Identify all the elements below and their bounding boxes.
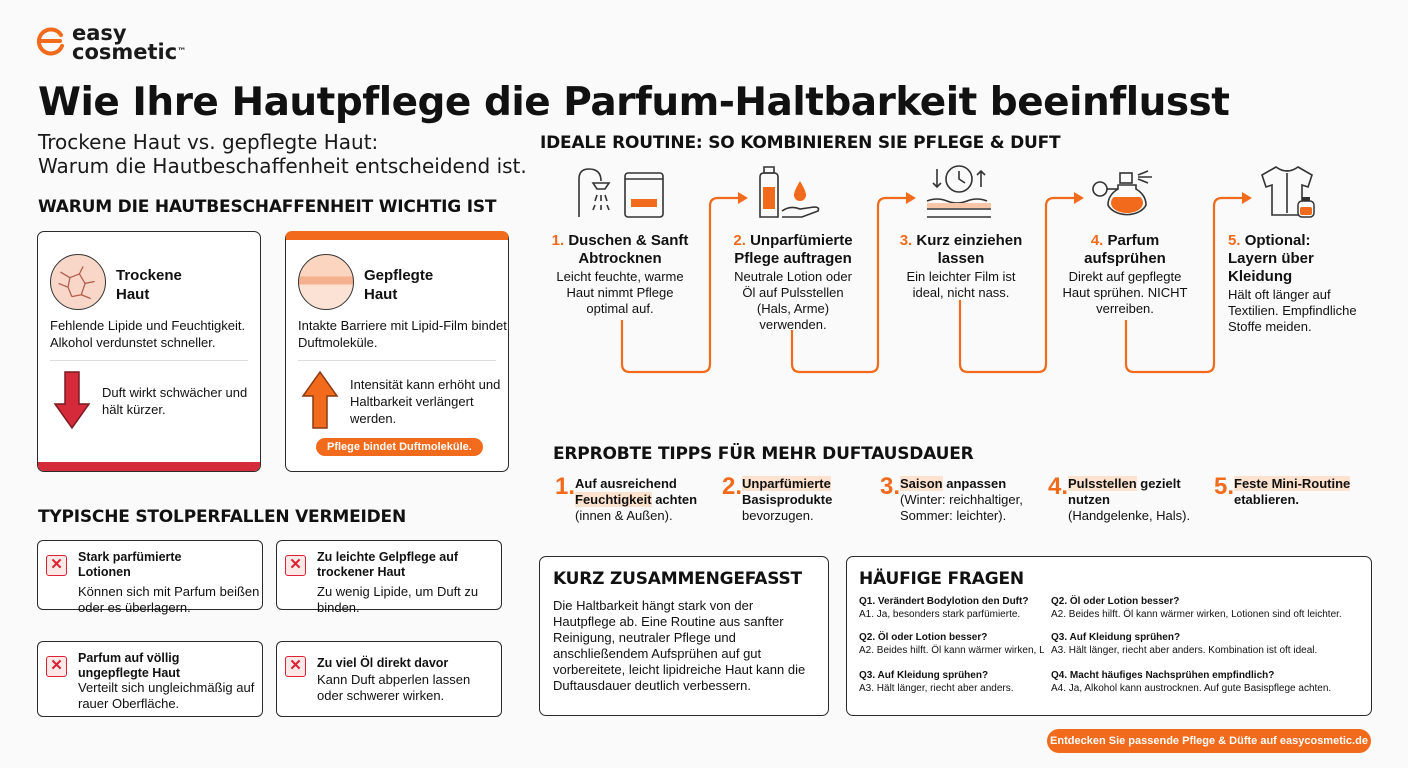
why-heading: WARUM DIE HAUTBESCHAFFENHEIT WICHTIG IST: [38, 197, 497, 217]
pitfalls-heading: TYPISCHE STOLPERFALLEN VERMEIDEN: [38, 507, 406, 527]
dry-skin-bar: [38, 462, 260, 471]
divider: [50, 360, 248, 361]
dry-skin-note: Duft wirkt schwächer und hält kürzer.: [102, 385, 248, 417]
cross-icon: ✕: [285, 555, 306, 576]
pitfall-title: Zu leichte Gelpflege auf trockener Haut: [317, 550, 458, 579]
routine-step-3: 3. Kurz einziehen lassen Ein leichter Fi…: [899, 232, 1023, 300]
shower-towel-icon: [578, 168, 664, 218]
tips-heading: ERPROBTE TIPPS FÜR MEHR DUFTAUSDAUER: [553, 444, 974, 464]
pitfall-desc: Zu wenig Lipide, um Duft zu binden.: [317, 584, 479, 615]
page-subtitle: Trockene Haut vs. gepflegte Haut:Warum d…: [38, 130, 527, 178]
faq-item: Q4. Macht häufiges Nachsprühen empfindli…: [1051, 670, 1332, 694]
divider: [298, 360, 496, 361]
faq-item: Q1. Verändert Bodylotion den Duft?A1. Ja…: [859, 596, 1029, 620]
pitfall-item: ✕ Parfum auf völlig ungepflegte Haut Ver…: [37, 641, 263, 717]
pitfall-title: Parfum auf völlig ungepflegte Haut: [78, 651, 181, 680]
arrow-down-icon: [53, 371, 91, 430]
dry-skin-icon: [50, 254, 106, 310]
cross-icon: ✕: [285, 656, 306, 677]
routine-step-1: 1. Duschen & Sanft Abtrocknen Leicht feu…: [551, 232, 689, 316]
pitfall-title: Stark parfümierte Lotionen: [78, 550, 182, 579]
routine-step-2: 2. Unparfümierte Pflege auftragen Neutra…: [733, 232, 853, 332]
summary-heading: KURZ ZUSAMMENGEFASST: [553, 569, 802, 589]
cared-skin-note: Intensität kann erhöht und Haltbarkeit v…: [350, 377, 501, 426]
cared-skin-badge: Pflege bindet Duftmoleküle.: [316, 438, 483, 456]
cross-icon: ✕: [46, 656, 67, 677]
summary-box: KURZ ZUSAMMENGEFASST Die Haltbarkeit hän…: [539, 556, 829, 716]
faq-heading: HÄUFIGE FRAGEN: [859, 569, 1024, 589]
dry-skin-desc: Fehlende Lipide und Feuchtigkeit. Alkoho…: [50, 318, 246, 350]
clock-skin-icon: [926, 165, 991, 218]
cta-button[interactable]: Entdecken Sie passende Pflege & Düfte au…: [1047, 729, 1371, 753]
pitfall-desc: Können sich mit Parfum beißen oder es üb…: [78, 584, 260, 615]
cross-icon: ✕: [46, 555, 67, 576]
faq-item: Q2. Öl oder Lotion besser?A2. Beides hil…: [1051, 596, 1342, 620]
summary-text: Die Haltbarkeit hängt stark von der Haut…: [553, 598, 806, 693]
pitfall-item: ✕ Zu viel Öl direkt davor Kann Duft abpe…: [276, 641, 502, 717]
page-title: Wie Ihre Hautpflege die Parfum-Haltbarke…: [38, 80, 1230, 125]
routine-step-5: 5. Optional: Layern über Kleidung Hält o…: [1228, 232, 1357, 334]
lotion-hand-icon: [759, 166, 820, 218]
perfume-spray-icon: [1092, 170, 1152, 216]
pitfall-item: ✕ Zu leichte Gelpflege auf trockener Hau…: [276, 540, 502, 615]
routine-heading: IDEALE ROUTINE: SO KOMBINIEREN SIE PFLEG…: [540, 133, 1061, 153]
cared-skin-icon: [298, 254, 354, 310]
routine-connector-lines: [620, 192, 1252, 374]
cared-skin-desc: Intakte Barriere mit Lipid-Film bindet D…: [298, 318, 507, 350]
pitfall-desc: Kann Duft abperlen lassen oder schwerer …: [317, 672, 471, 703]
faq-item: Q3. Auf Kleidung sprühen?A3. Hält länger…: [859, 670, 1014, 694]
faq-item: Q2. Öl oder Lotion besser?A2. Beides hil…: [859, 632, 1044, 656]
faq-item: Q3. Auf Kleidung sprühen?A3. Hält länger…: [1051, 632, 1318, 656]
pitfall-title: Zu viel Öl direkt davor: [317, 656, 449, 670]
pitfall-desc: Verteilt sich ungleichmäßig auf rauer Ob…: [78, 680, 255, 711]
shirt-perfume-icon: [1261, 166, 1315, 218]
faq-box: HÄUFIGE FRAGEN Q1. Verändert Bodylotion …: [846, 556, 1372, 716]
logo-e-icon: [36, 27, 64, 56]
arrow-up-icon: [301, 370, 339, 429]
routine-step-4: 4. Parfum aufsprühen Direkt auf gepflegt…: [1062, 232, 1188, 316]
pitfall-item: ✕ Stark parfümierte Lotionen Können sich…: [37, 540, 263, 615]
